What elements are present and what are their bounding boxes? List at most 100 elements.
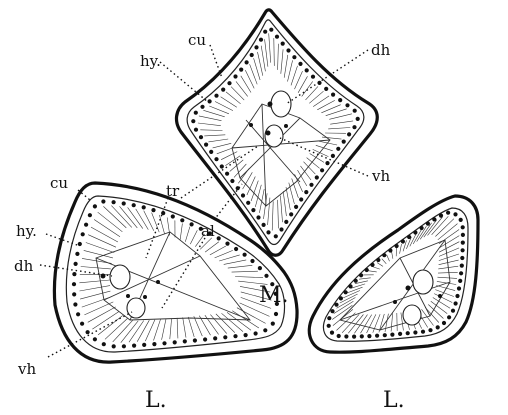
radial-fiber [438,241,460,253]
hypodermis-dot [75,251,80,256]
leader-hy-left [45,233,81,247]
radial-fiber [431,216,449,236]
radial-fiber [88,234,117,248]
hypodermis-dot [263,328,268,333]
radial-fiber [313,95,330,107]
radial-fiber [354,314,368,334]
leader-al-upper [213,183,243,221]
label-section-m: M. [259,283,289,308]
radial-fiber [153,319,161,341]
hypodermis-dot [330,309,335,314]
hypodermis-dot [221,87,226,92]
radial-fiber [317,100,335,111]
radial-fiber [231,270,258,273]
radial-fiber [273,38,275,66]
radial-fiber [434,293,453,303]
radial-fiber [208,138,229,143]
radial-fiber [220,96,237,108]
radial-fiber [328,127,351,130]
radial-fiber [282,191,287,217]
hypodermis-dot [343,290,348,295]
radial-fiber [92,311,119,330]
hypodermis-dot [284,219,289,224]
radial-fiber [85,242,115,253]
hypodermis-dot [352,334,357,339]
radial-fiber [329,113,352,120]
radial-fiber [187,316,195,337]
radial-fiber [250,180,259,202]
radial-fiber [169,318,172,340]
radial-fiber [372,266,380,270]
hypodermis-dot [348,284,353,289]
radial-fiber [143,210,155,231]
radial-fiber [372,314,381,333]
label-tr: tr [166,182,180,200]
radial-fiber [159,214,165,234]
hypodermis-dot [400,239,405,244]
section-l1-ventral-cell [126,297,146,319]
radial-fiber [297,76,308,93]
radial-fiber [238,280,268,285]
radial-fiber [406,236,412,250]
hypodermis-dot [193,110,198,115]
hypodermis-dot [274,34,280,39]
radial-fiber [233,163,247,178]
radial-fiber [214,101,234,111]
radial-fiber [277,199,279,229]
radial-fiber [103,206,127,229]
hypodermis-dot [92,204,97,209]
radial-fiber [430,300,448,314]
hypodermis-dot [131,203,136,208]
radial-fiber [97,211,123,233]
radial-fiber [225,91,241,105]
section-l2-dorsal-cell [412,269,434,295]
hypodermis-dot [216,236,221,241]
hypodermis-dot [84,222,89,227]
hypodermis-dot [394,243,399,249]
radial-fiber [309,90,324,104]
hypodermis-dot [161,211,166,216]
hypodermis-dot [77,241,82,247]
label-section-l1: L. [145,388,167,413]
radial-fiber [386,254,390,262]
hypodermis-dot [405,331,410,336]
radial-fiber [321,136,342,140]
hypodermis-dot [170,214,175,219]
hypodermis-dot [209,149,214,154]
radial-fiber [223,259,247,265]
hypodermis-dot [233,334,238,339]
radial-fiber [245,69,255,89]
radial-fiber [301,81,313,97]
section-l1-outline [52,181,299,364]
radial-fiber [432,297,451,309]
hypodermis-dot [425,221,430,226]
section-l2-drawing [307,194,480,354]
hypodermis-dot [256,215,261,220]
hypodermis-dot [243,333,248,338]
hypodermis-dot [263,29,268,34]
label-hy-top: hy. [140,52,161,70]
radial-fiber [119,206,138,229]
radial-fiber [199,237,213,250]
hypodermis-dot [352,108,357,113]
hypodermis-dot [338,296,343,301]
radial-fiber [120,320,139,343]
section-m-inner-outline [186,19,365,246]
hypodermis-dot [274,301,279,306]
hypodermis-dot [198,135,204,140]
radial-fiber [210,314,227,334]
radial-fiber [399,243,402,254]
radial-fiber [195,233,205,247]
hypodermis-dot [460,240,465,245]
hypodermis-dot [246,200,251,205]
radial-fiber [280,49,284,74]
radial-fiber [242,172,253,190]
radial-fiber [214,250,233,259]
hypodermis-dot [347,132,352,137]
label-section-l2: L. [383,388,405,413]
radial-fiber [416,226,427,242]
radial-fiber [203,110,225,118]
hypodermis-dot [324,86,329,91]
hypodermis-dot [364,267,369,273]
radial-fiber [283,54,289,78]
